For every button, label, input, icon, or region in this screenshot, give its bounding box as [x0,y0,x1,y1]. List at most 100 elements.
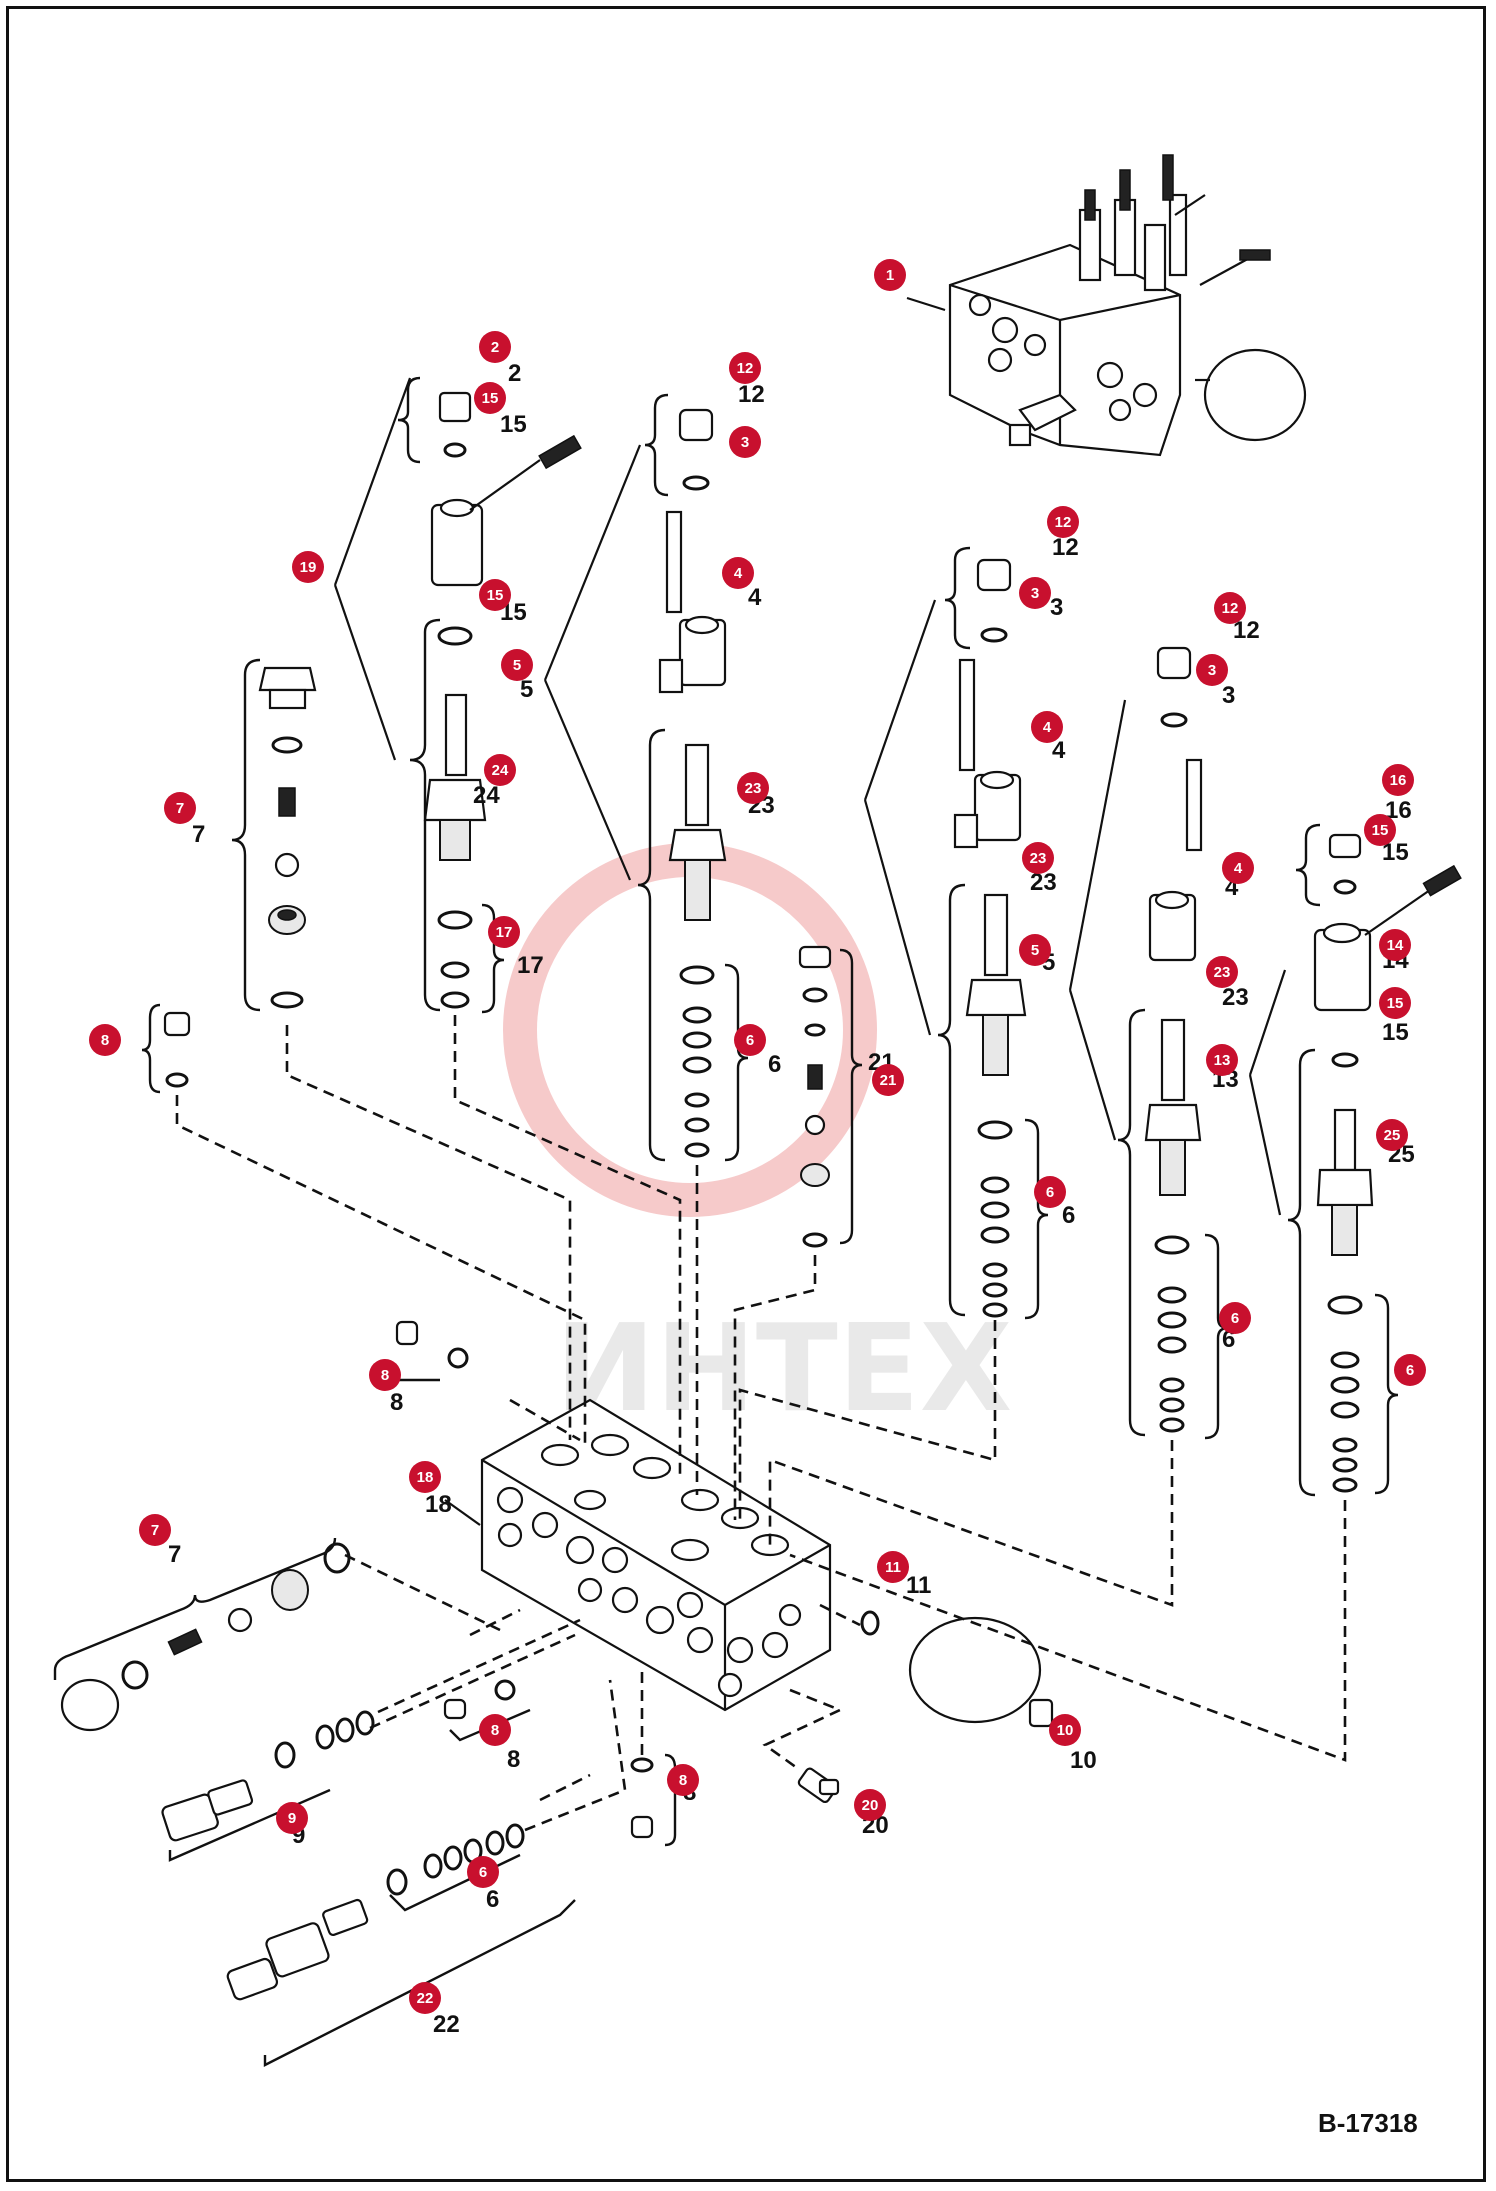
label: 3 [1222,682,1235,709]
callout-3: 3 [729,426,761,458]
column-21 [798,945,863,1248]
callout-22: 22 [409,1982,441,2014]
callout-1: 1 [874,259,906,291]
svg-text:12: 12 [1055,514,1072,531]
item-6-22-lower [226,1823,576,2067]
callout-3: 3 [1019,577,1051,609]
svg-text:3: 3 [741,434,749,451]
callout-6: 6 [467,1856,499,1888]
callout-6: 6 [1219,1302,1251,1334]
item-7-lower [53,1537,351,1732]
svg-text:13: 13 [1214,1052,1231,1069]
svg-text:1: 1 [886,267,894,284]
callout-4: 4 [1031,711,1063,743]
svg-text:18: 18 [417,1469,434,1486]
callout-14: 14 [1379,929,1411,961]
label: 17 [517,952,544,979]
svg-text:15: 15 [1387,995,1404,1012]
svg-text:17: 17 [496,924,513,941]
svg-text:7: 7 [151,1522,159,1539]
item-11-10-accumulator [860,1610,1054,1728]
label: 10 [1070,1747,1097,1774]
callout-8: 8 [667,1764,699,1796]
callout-7: 7 [139,1514,171,1546]
svg-text:12: 12 [1222,600,1239,617]
drawing-border [6,6,1486,2182]
label: 6 [1062,1202,1075,1229]
svg-text:19: 19 [300,559,317,576]
column-5-middle [863,546,1049,1320]
label: 6 [768,1051,781,1078]
callout-17: 17 [488,916,520,948]
callout-24: 24 [484,754,516,786]
svg-text:6: 6 [479,1864,487,1881]
callout-2: 2 [479,331,511,363]
manifold-block [444,1398,832,1712]
callout-12: 12 [1047,506,1079,538]
valve-assembly-overview [906,154,1307,457]
callout-15: 15 [1379,987,1411,1019]
label: 4 [748,584,762,611]
svg-text:6: 6 [1406,1362,1414,1379]
label: 3 [1050,594,1063,621]
svg-text:15: 15 [487,587,504,604]
callout-3: 3 [1196,654,1228,686]
column-5-left [543,393,749,1162]
watermark: ИНТЕХ [503,843,1012,1439]
column-13 [1068,646,1229,1440]
svg-text:24: 24 [492,762,509,779]
column-16 [1248,823,1462,1497]
callout-8: 8 [89,1024,121,1056]
svg-text:25: 25 [1384,1127,1401,1144]
label: 22 [433,2011,460,2038]
callout-15: 15 [474,382,506,414]
label: 24 [473,782,500,809]
callout-6: 6 [1394,1354,1426,1386]
label: 2 [508,360,521,387]
callout-8: 8 [479,1714,511,1746]
label: 7 [168,1541,181,1568]
callout-21: 21 [872,1064,904,1096]
callout-15: 15 [479,579,511,611]
drawing-reference-number: B-17318 [1318,2108,1418,2138]
svg-text:23: 23 [745,780,762,797]
callout-9: 9 [276,1802,308,1834]
svg-text:3: 3 [1031,585,1039,602]
svg-text:5: 5 [513,657,521,674]
svg-text:6: 6 [1231,1310,1239,1327]
svg-text:3: 3 [1208,662,1216,679]
callout-23: 23 [1022,842,1054,874]
label: 8 [390,1389,403,1416]
callout-4: 4 [1222,852,1254,884]
callout-16: 16 [1382,764,1414,796]
svg-text:20: 20 [862,1797,879,1814]
label: 6 [486,1886,499,1913]
svg-text:8: 8 [491,1722,499,1739]
svg-text:12: 12 [737,360,754,377]
label: 15 [1382,1019,1409,1046]
callout-12: 12 [729,352,761,384]
label: 15 [500,411,527,438]
svg-text:8: 8 [381,1367,389,1384]
connection-lines [175,1015,1347,1832]
callout-markers: 1 2 15 12 3 19 4 15 5 12 3 24 23 3 7 4 1… [89,259,1426,2014]
svg-text:21: 21 [880,1072,897,1089]
svg-text:14: 14 [1387,937,1404,954]
item-9-sensor [161,1710,375,1862]
callout-11: 11 [877,1551,909,1583]
label: 12 [738,381,765,408]
callout-4: 4 [722,557,754,589]
callout-8: 8 [369,1359,401,1391]
callout-5: 5 [1019,934,1051,966]
svg-text:8: 8 [101,1032,109,1049]
watermark-text: ИНТЕХ [555,1300,1012,1439]
svg-text:9: 9 [288,1810,296,1827]
svg-text:8: 8 [679,1772,687,1789]
svg-text:4: 4 [734,565,743,582]
callout-5: 5 [501,649,533,681]
label: 8 [507,1746,520,1773]
callout-23: 23 [1206,956,1238,988]
callout-7: 7 [164,792,196,824]
callout-15: 15 [1364,814,1396,846]
